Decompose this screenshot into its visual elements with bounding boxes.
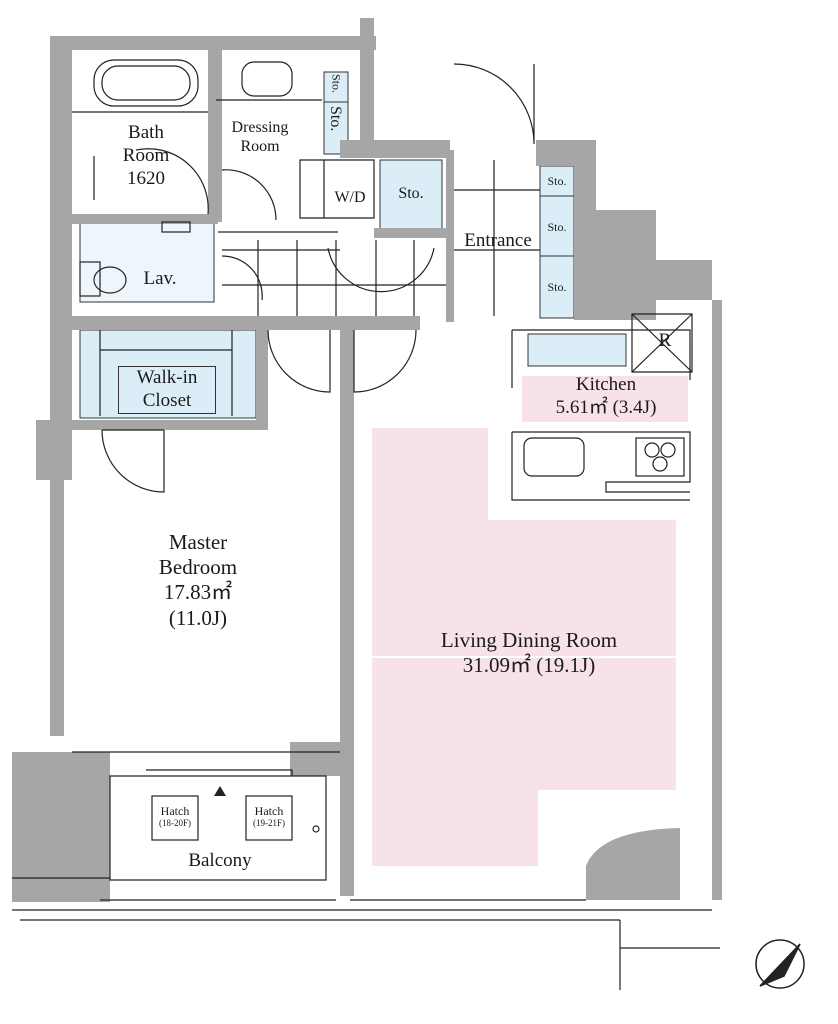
hatch-2: Hatch(19-21F) xyxy=(253,804,285,829)
kitchen-sink xyxy=(523,437,585,477)
entrance-sto-2-label: Sto. xyxy=(547,220,567,234)
entrance-sto-3-label: Sto. xyxy=(547,280,567,294)
kitchen-shelf-fill xyxy=(527,333,627,367)
stove xyxy=(635,437,685,477)
balcony-label: Balcony xyxy=(188,850,252,871)
entrance-sto-2-fill xyxy=(539,195,575,257)
sto-center-fill xyxy=(379,159,443,233)
floor-highlights xyxy=(372,376,688,866)
lav-counter-fill xyxy=(79,221,215,303)
compass-icon xyxy=(755,939,805,989)
lav-label: Lav. xyxy=(143,268,177,289)
toilet xyxy=(79,261,101,297)
fine-lines xyxy=(12,59,720,990)
sto-small-2-label: Sto. xyxy=(327,106,345,132)
sto-small-1-fill xyxy=(323,71,349,103)
entrance-label: Entrance xyxy=(464,230,532,251)
bathtub xyxy=(93,59,199,107)
dressing-sink xyxy=(241,61,293,97)
kitchen-highlight xyxy=(522,376,688,422)
refrigerator-label: R xyxy=(658,330,672,351)
entrance-sto-3-fill xyxy=(539,255,575,319)
washer-dryer-label: W/D xyxy=(334,189,366,206)
sto-small-1-label: Sto. xyxy=(329,74,344,94)
living-dining-highlight xyxy=(372,428,676,866)
storage-fills xyxy=(79,71,627,419)
hatch-1: Hatch(18-20F) xyxy=(159,804,191,829)
entrance-sto-1-label: Sto. xyxy=(547,174,567,188)
entrance-sto-1-fill xyxy=(539,165,575,197)
sto-center-label: Sto. xyxy=(398,185,424,202)
walls xyxy=(12,18,722,902)
